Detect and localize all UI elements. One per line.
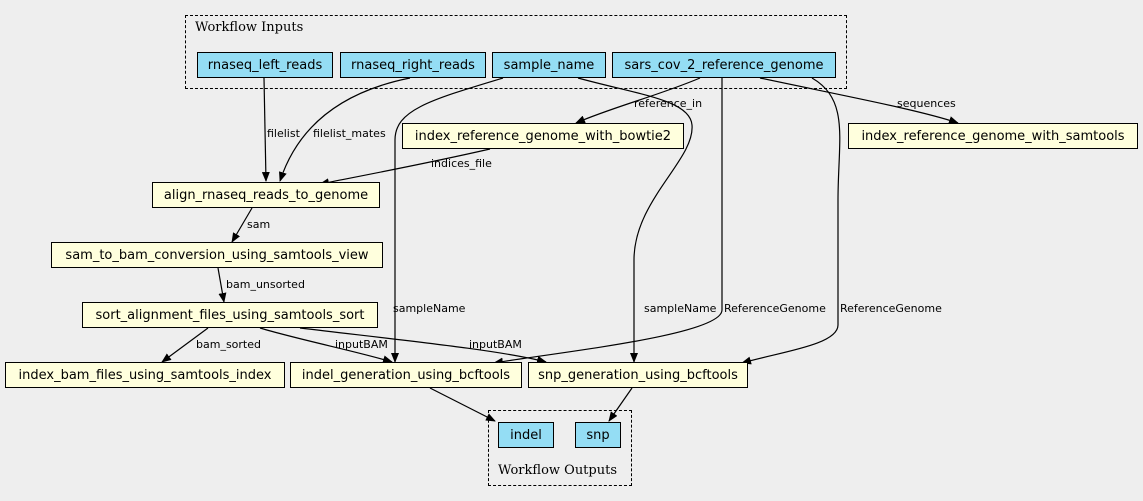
input-sars-cov-2-reference-genome[interactable]: sars_cov_2_reference_genome: [612, 52, 836, 78]
edge-bowtie2-to-align: [319, 148, 491, 187]
edge-left-reads-to-align: [261, 77, 270, 182]
output-indel[interactable]: indel: [498, 422, 554, 448]
edge-label-inputbam-snp: inputBAM: [469, 338, 522, 351]
edge-reference-to-snp: [741, 77, 841, 365]
edge-label-samplename-snp: sampleName: [644, 302, 717, 315]
output-snp[interactable]: snp: [575, 422, 621, 448]
edge-right-reads-to-align: [279, 77, 411, 182]
edge-label-bam-sorted: bam_sorted: [196, 338, 261, 351]
edge-reference-to-samtools-index: [759, 77, 959, 124]
input-rnaseq-right-reads[interactable]: rnaseq_right_reads: [340, 52, 486, 78]
edge-sample-to-indel: [391, 77, 504, 363]
edge-align-to-sam2bam: [231, 207, 253, 243]
edge-sort-to-indexbam: [161, 327, 209, 363]
step-index-reference-genome-with-bowtie2[interactable]: index_reference_genome_with_bowtie2: [402, 123, 684, 149]
step-sam-to-bam-conversion[interactable]: sam_to_bam_conversion_using_samtools_vie…: [51, 242, 383, 268]
workflow-outputs-cluster: [488, 410, 632, 486]
step-index-reference-genome-with-samtools[interactable]: index_reference_genome_with_samtools: [848, 123, 1138, 149]
edge-sample-to-snp: [577, 77, 693, 363]
edge-label-indices-file: indices_file: [431, 157, 492, 170]
input-sample-name[interactable]: sample_name: [492, 52, 606, 78]
edge-label-referencegenome-snp: ReferenceGenome: [840, 302, 942, 315]
edge-label-sequences: sequences: [897, 97, 956, 110]
step-index-bam-files[interactable]: index_bam_files_using_samtools_index: [5, 362, 285, 388]
workflow-inputs-title: Workflow Inputs: [195, 20, 304, 35]
step-snp-generation[interactable]: snp_generation_using_bcftools: [528, 362, 748, 388]
edge-sort-to-indel: [259, 327, 393, 364]
edge-label-referencegenome-indel: ReferenceGenome: [724, 302, 826, 315]
edge-snp-to-output: [608, 387, 633, 422]
step-align-rnaseq-reads-to-genome[interactable]: align_rnaseq_reads_to_genome: [152, 182, 380, 208]
step-sort-alignment-files[interactable]: sort_alignment_files_using_samtools_sort: [82, 302, 378, 328]
edge-label-filelist-mates: filelist_mates: [313, 127, 386, 140]
edge-sam2bam-to-sort: [217, 267, 227, 303]
edge-reference-to-indel: [493, 78, 723, 366]
input-rnaseq-left-reads[interactable]: rnaseq_left_reads: [197, 52, 333, 78]
edge-label-reference-in: reference_in: [634, 97, 703, 110]
edge-label-bam-unsorted: bam_unsorted: [226, 278, 305, 291]
edge-label-filelist: filelist: [267, 127, 300, 140]
workflow-outputs-title: Workflow Outputs: [498, 463, 617, 478]
edge-label-samplename-indel: sampleName: [393, 302, 466, 315]
edge-indel-to-output: [429, 387, 496, 422]
edge-label-sam: sam: [247, 218, 271, 231]
edge-reference-to-bowtie2: [575, 77, 701, 124]
step-indel-generation[interactable]: indel_generation_using_bcftools: [290, 362, 522, 388]
workflow-inputs-cluster: [185, 15, 847, 89]
edge-label-inputbam-indel: inputBAM: [335, 338, 388, 351]
